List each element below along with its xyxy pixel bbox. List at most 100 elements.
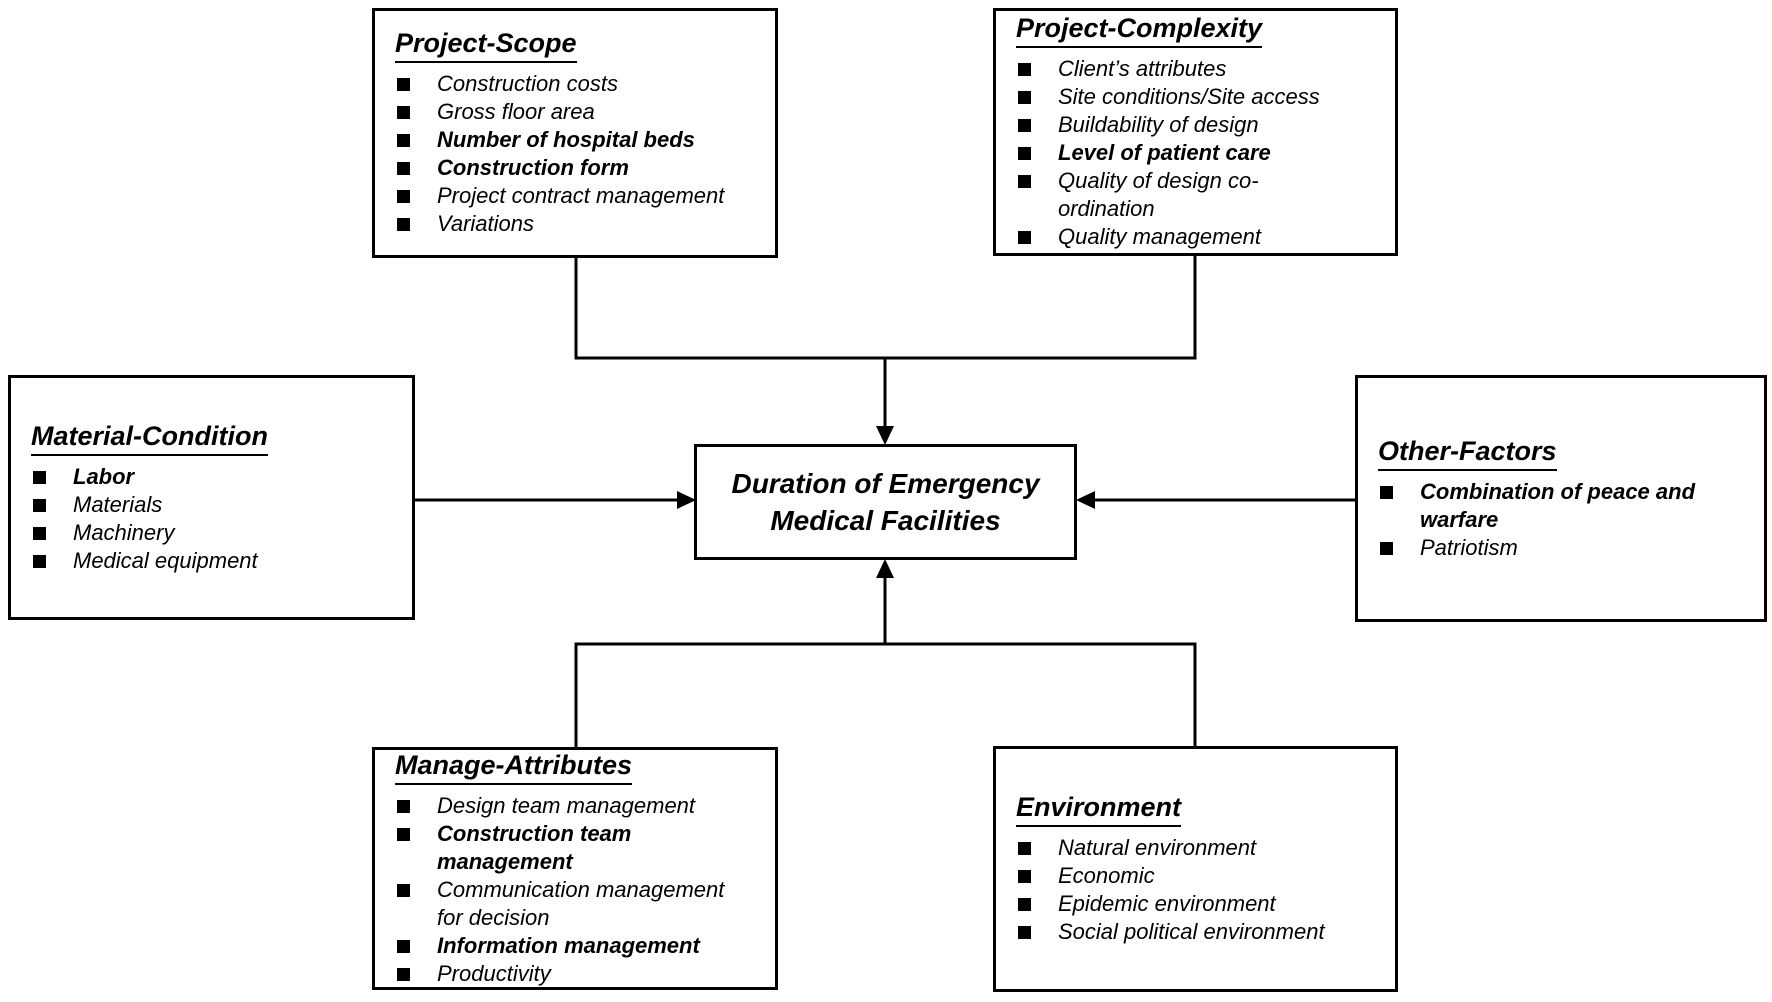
factor-item: Quality management [1016, 223, 1377, 251]
factor-box-title: Other-Factors [1378, 436, 1746, 471]
factor-item: Client’s attributes [1016, 55, 1377, 83]
factor-item-label: Communication management for decision [437, 876, 725, 930]
factor-item: Social political environment [1016, 918, 1377, 946]
factor-item: Buildability of design [1016, 111, 1377, 139]
factor-box-title-text: Other-Factors [1378, 436, 1557, 471]
bullet-square-icon [397, 883, 410, 897]
factor-item: Site conditions/Site access [1016, 83, 1377, 111]
factor-box-title-text: Project-Complexity [1016, 13, 1263, 48]
factor-item-label: Project contract management [437, 183, 725, 208]
factor-item-label: Number of hospital beds [437, 127, 695, 152]
factor-item: Number of hospital beds [395, 126, 757, 154]
bullet-square-icon [1018, 91, 1031, 104]
factor-box-title-text: Environment [1016, 792, 1182, 827]
factor-item-label: Quality of design co- ordination [1058, 168, 1259, 221]
factor-item-label: Client’s attributes [1058, 56, 1227, 81]
factor-box-title: Project-Scope [395, 28, 757, 63]
factor-item-label: Information management [437, 932, 700, 958]
center-box: Duration of Emergency Medical Facilities [694, 444, 1077, 560]
factor-item-label: Construction costs [437, 71, 618, 96]
center-box-label: Duration of Emergency Medical Facilities [731, 468, 1040, 536]
factor-item-label: Epidemic environment [1058, 891, 1276, 916]
arrowhead-down-icon [876, 426, 894, 445]
bullet-square-icon [397, 190, 410, 203]
factor-item-label: Gross floor area [437, 99, 595, 124]
factor-item-label: Site conditions/Site access [1058, 84, 1320, 109]
factor-item-label: Quality management [1058, 224, 1261, 249]
factor-item-label: Construction form [437, 155, 629, 180]
factor-item: Combination of peace and warfare [1378, 478, 1746, 534]
factor-item-label: Medical equipment [73, 547, 258, 573]
factor-box-title: Material-Condition [31, 421, 394, 456]
factor-item-label: Combination of peace and warfare [1420, 478, 1696, 532]
bullet-square-icon [33, 498, 46, 512]
bullet-square-icon [33, 554, 46, 568]
bullet-square-icon [1018, 63, 1031, 76]
factor-item: Gross floor area [395, 98, 757, 126]
bullet-square-icon [397, 967, 410, 981]
factor-item: Design team management [395, 792, 757, 820]
factor-item-label: Labor [73, 463, 135, 489]
factor-box-manage-attributes: Manage-Attributes Design team management… [372, 747, 778, 990]
factor-item-label: Construction team management [437, 820, 632, 874]
factor-item: Construction costs [395, 70, 757, 98]
factor-item-label: Economic [1058, 863, 1155, 888]
factor-item: Variations [395, 210, 757, 238]
factor-item: Project contract management [395, 182, 757, 210]
factor-box-title-text: Material-Condition [31, 421, 268, 456]
factor-item-label: Variations [437, 211, 535, 236]
bullet-square-icon [1018, 842, 1031, 855]
bullet-square-icon [1018, 231, 1031, 244]
bullet-square-icon [397, 799, 410, 813]
bullet-square-icon [1018, 175, 1031, 188]
bullet-square-icon [1380, 485, 1393, 499]
factor-item: Level of patient care [1016, 139, 1377, 167]
bullet-square-icon [1018, 898, 1031, 911]
factor-box-title: Project-Complexity [1016, 13, 1377, 48]
factor-box-title: Environment [1016, 792, 1377, 827]
factor-item: Economic [1016, 862, 1377, 890]
factor-item: Epidemic environment [1016, 890, 1377, 918]
factor-item: Patriotism [1378, 534, 1746, 562]
bullet-square-icon [1018, 119, 1031, 132]
bullet-square-icon [397, 78, 410, 91]
factor-box-title-text: Manage-Attributes [395, 750, 633, 785]
factor-item-label: Patriotism [1420, 534, 1518, 560]
arrowhead-left-icon [1076, 491, 1095, 509]
bullet-square-icon [397, 939, 410, 953]
factor-item-label: Natural environment [1058, 835, 1257, 860]
factor-box-title-text: Project-Scope [395, 28, 577, 63]
factor-item: Construction team management [395, 820, 757, 876]
bullet-square-icon [397, 162, 410, 175]
factor-item: Medical equipment [31, 547, 394, 575]
bullet-square-icon [397, 106, 410, 119]
arrowhead-up-icon [876, 559, 894, 578]
factor-item-label: Design team management [437, 792, 696, 818]
bullet-square-icon [33, 526, 46, 540]
factor-item-label: Buildability of design [1058, 112, 1259, 137]
factor-item: Machinery [31, 519, 394, 547]
bullet-square-icon [1018, 926, 1031, 939]
bullet-square-icon [1380, 541, 1393, 555]
bullet-square-icon [397, 218, 410, 231]
factor-item: Construction form [395, 154, 757, 182]
factor-item: Quality of design co- ordination [1016, 167, 1377, 223]
factor-box-title: Manage-Attributes [395, 750, 757, 785]
factor-item: Communication management for decision [395, 876, 757, 932]
bullet-square-icon [33, 470, 46, 484]
bullet-square-icon [1018, 147, 1031, 160]
factor-item-label: Machinery [73, 519, 175, 545]
factor-item-label: Productivity [437, 960, 551, 986]
factor-item-label: Materials [73, 491, 163, 517]
